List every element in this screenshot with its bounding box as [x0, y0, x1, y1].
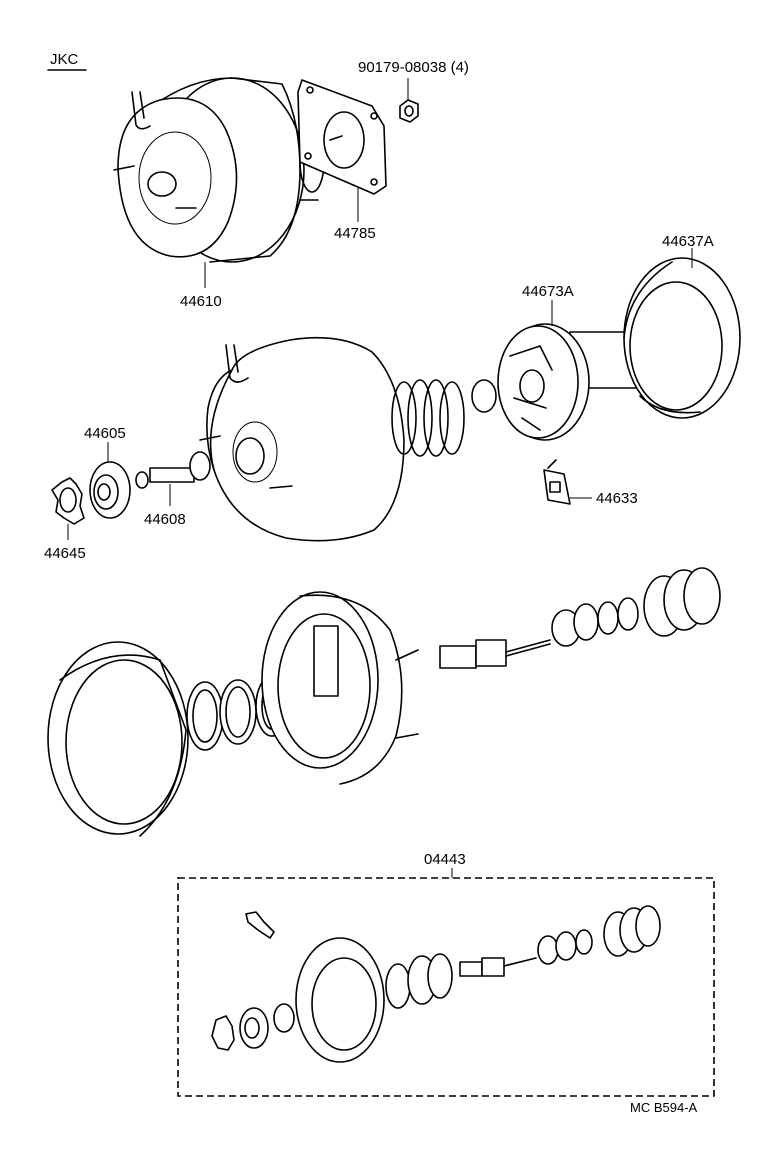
diagram-code: JKC — [50, 51, 79, 68]
kit-components-drawing — [211, 905, 661, 1063]
gasket-plate-drawing — [297, 79, 387, 195]
label-44610: 44610 — [180, 293, 222, 310]
plug-drawing — [471, 379, 497, 413]
label-90179-08038: 90179-08038 (4) — [358, 59, 469, 76]
label-44633: 44633 — [596, 490, 638, 507]
rear-shell-drawing — [47, 641, 189, 837]
label-44637A: 44637A — [662, 233, 714, 250]
label-44785: 44785 — [334, 225, 376, 242]
label-44605: 44605 — [84, 425, 126, 442]
label-44608: 44608 — [144, 511, 186, 528]
boot-drawing — [643, 567, 721, 637]
valve-body-drawing — [439, 639, 551, 669]
front-shell-drawing — [199, 336, 405, 542]
key-drawing — [543, 459, 571, 505]
label-44673A: 44673A — [522, 283, 574, 300]
label-44645: 44645 — [44, 545, 86, 562]
seal-drawing — [89, 461, 131, 519]
rear-housing-drawing — [261, 591, 419, 785]
retainer-drawing — [51, 477, 85, 525]
diaphragm-drawing — [623, 257, 741, 419]
kit-boundary — [177, 877, 715, 1097]
reaction-disc-set-drawing — [551, 597, 639, 647]
return-spring-drawing — [391, 379, 465, 457]
booster-assembly-drawing — [113, 77, 325, 263]
push-rod-drawing — [135, 451, 211, 489]
nut-drawing — [399, 99, 419, 123]
footer-reference: MC B594-A — [630, 1100, 698, 1115]
piston-drawing — [497, 323, 641, 441]
label-04443: 04443 — [424, 851, 466, 868]
